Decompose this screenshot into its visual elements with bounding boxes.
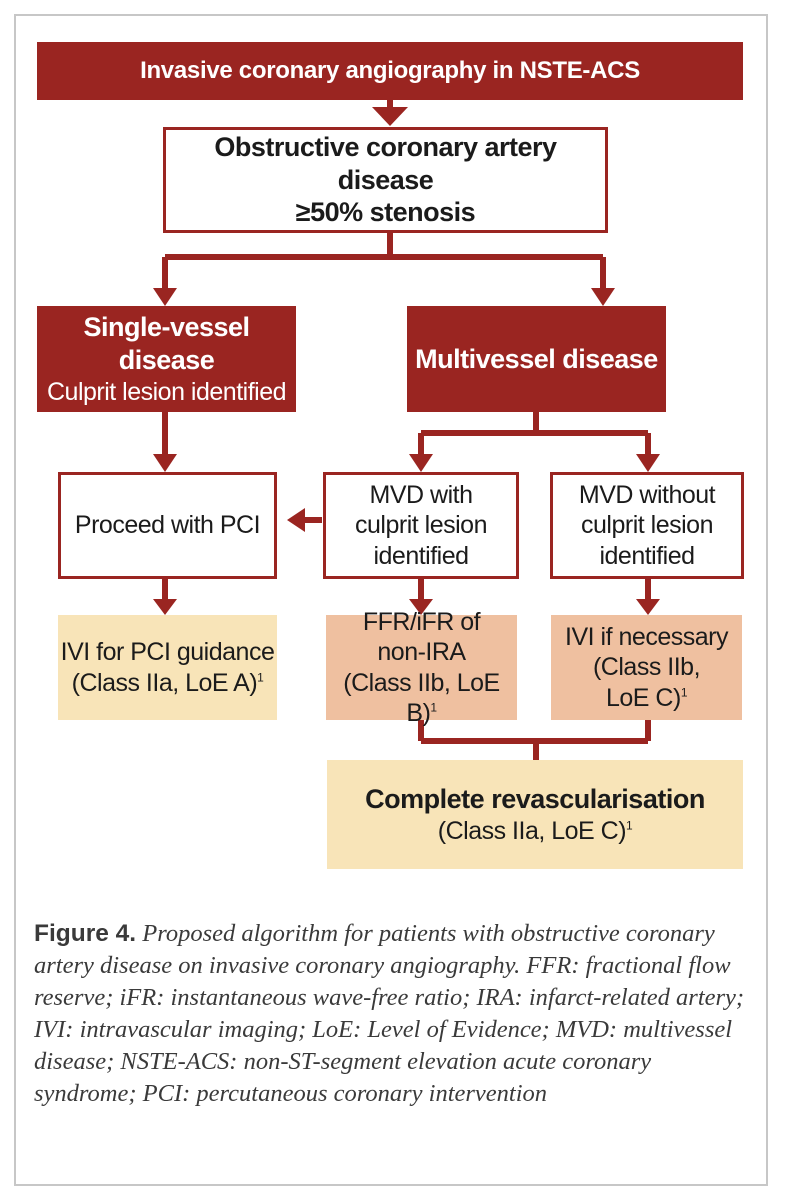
ffr-line2: non-IRA (377, 638, 466, 666)
single-vessel-box: Single-vessel disease Culprit lesion ide… (37, 306, 296, 412)
ivi-necessary-line3: LoE C)1 (606, 683, 688, 714)
mvd-with-line3: identified (373, 541, 469, 570)
mvd-with-culprit-box: MVD with culprit lesion identified (323, 472, 519, 579)
arrowhead-down-single (153, 288, 177, 306)
mvd-with-line1: MVD with (369, 480, 473, 509)
arrowhead-left-proceed (287, 508, 305, 532)
ivi-necessary-class: LoE C) (606, 683, 681, 712)
arrowhead-down-proceed (153, 454, 177, 472)
figure-caption: Figure 4. Proposed algorithm for patient… (34, 918, 754, 1110)
ivi-necessary-ref: 1 (680, 685, 688, 700)
ivi-necessary-box: IVI if necessary (Class IIb, LoE C)1 (551, 615, 742, 720)
multivessel-box: Multivessel disease (407, 306, 666, 412)
figure-caption-text: Proposed algorithm for patients with obs… (34, 920, 745, 1107)
multivessel-title: Multivessel disease (415, 343, 658, 374)
complete-class-line: (Class IIa, LoE C)1 (437, 816, 633, 847)
figure-label: Figure 4. (34, 920, 137, 947)
ivi-guidance-ref: 1 (257, 670, 264, 685)
arrowhead-down-ivi-guidance (153, 599, 177, 615)
ivi-necessary-line1: IVI if necessary (565, 622, 728, 651)
mvd-with-line2: culprit lesion (355, 511, 487, 540)
ffr-ref: 1 (430, 700, 437, 715)
obstructive-disease-box: Obstructive coronary artery disease ≥50%… (163, 127, 608, 233)
proceed-pci-label: Proceed with PCI (74, 511, 261, 540)
obstructive-line2: ≥50% stenosis (295, 197, 476, 228)
arrowhead-down-mvd-without (636, 454, 660, 472)
top-banner-label: Invasive coronary angiography in NSTE-AC… (140, 57, 640, 85)
mvd-without-line3: identified (599, 541, 695, 570)
ivi-guidance-line1: IVI for PCI guidance (60, 638, 275, 666)
ivi-necessary-line2: (Class IIb, (592, 653, 701, 682)
ivi-guidance-line2: (Class IIa, LoE A)1 (72, 668, 264, 699)
proceed-pci-box: Proceed with PCI (58, 472, 277, 579)
mvd-without-line2: culprit lesion (581, 511, 713, 540)
ivi-guidance-box: IVI for PCI guidance (Class IIa, LoE A)1 (58, 615, 277, 720)
mvd-without-line1: MVD without (578, 480, 716, 509)
ivi-guidance-class: (Class IIa, LoE A) (71, 668, 258, 697)
ffr-line3: (Class IIb, LoE B)1 (326, 668, 517, 729)
ffr-ifr-box: FFR/iFR of non-IRA (Class IIb, LoE B)1 (326, 608, 517, 727)
complete-class: (Class IIa, LoE C) (437, 816, 627, 845)
arrowhead-down-ffr (409, 599, 433, 615)
mvd-without-culprit-box: MVD without culprit lesion identified (550, 472, 744, 579)
arrowhead-down-mvd-with (409, 454, 433, 472)
complete-ref: 1 (626, 818, 633, 833)
ffr-class: (Class IIb, LoE B) (343, 668, 500, 728)
complete-title: Complete revascularisation (365, 783, 705, 814)
single-vessel-subtitle: Culprit lesion identified (46, 377, 287, 406)
ffr-line1: FFR/iFR of (362, 607, 481, 636)
complete-revascularisation-box: Complete revascularisation (Class IIa, L… (327, 760, 743, 869)
single-vessel-title: Single-vessel disease (83, 311, 250, 375)
arrowhead-down-obstructive (372, 107, 408, 126)
arrowhead-down-multi (591, 288, 615, 306)
obstructive-line1: Obstructive coronary artery disease (214, 131, 557, 195)
arrowhead-down-ivi-necessary (636, 599, 660, 615)
top-banner: Invasive coronary angiography in NSTE-AC… (37, 42, 743, 100)
